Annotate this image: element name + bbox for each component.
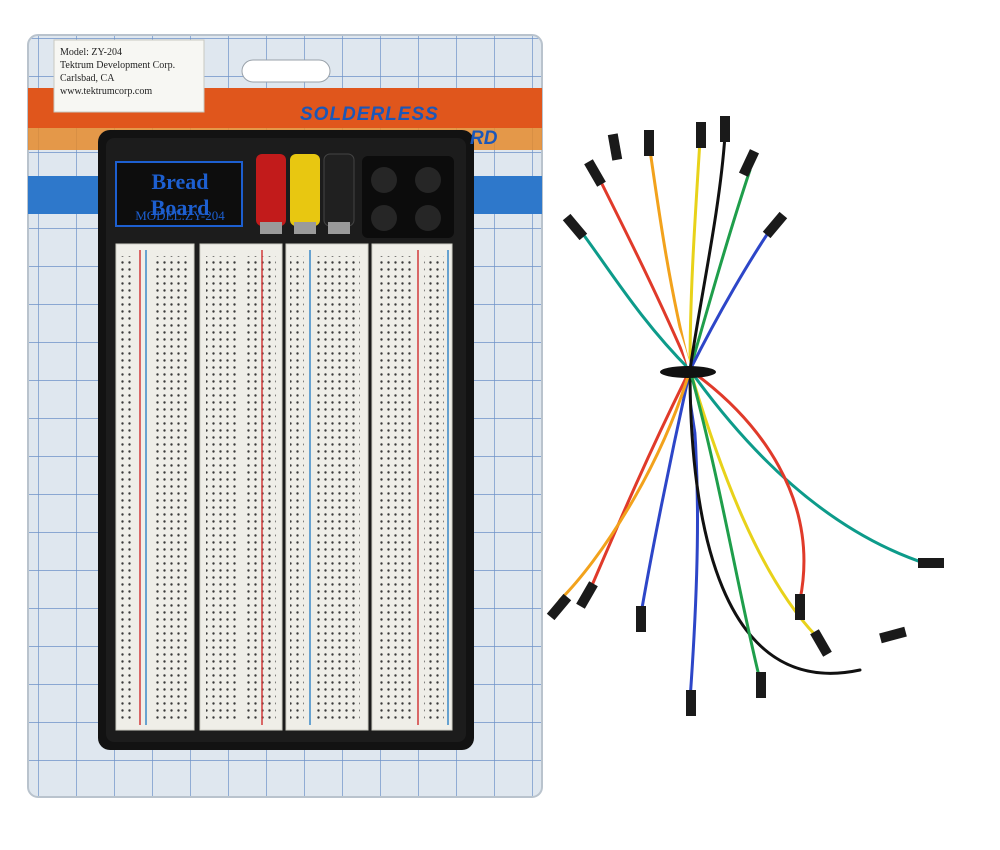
binding-post-red [256, 154, 286, 234]
rubber-feet [362, 156, 454, 238]
label-line-company: Tektrum Development Corp. [60, 60, 176, 71]
jumper-wires [546, 116, 944, 716]
product-label: Model: ZY-204 Tektrum Development Corp. … [60, 46, 200, 98]
banner-text: SOLDERLESS [300, 104, 439, 125]
breadboard-model: MODEL:ZY-204 [135, 208, 225, 223]
binding-post-yellow [290, 154, 320, 234]
breadboard [115, 243, 453, 731]
label-line-city: Carlsbad, CA [60, 73, 115, 84]
breadboard-title: Bread Board [150, 169, 210, 220]
binding-post-black [323, 153, 355, 234]
banner-text-fragment: RD [470, 128, 498, 149]
label-line-website: www.tektrumcorp.com [60, 86, 153, 97]
label-line-model: Model: ZY-204 [60, 47, 122, 58]
